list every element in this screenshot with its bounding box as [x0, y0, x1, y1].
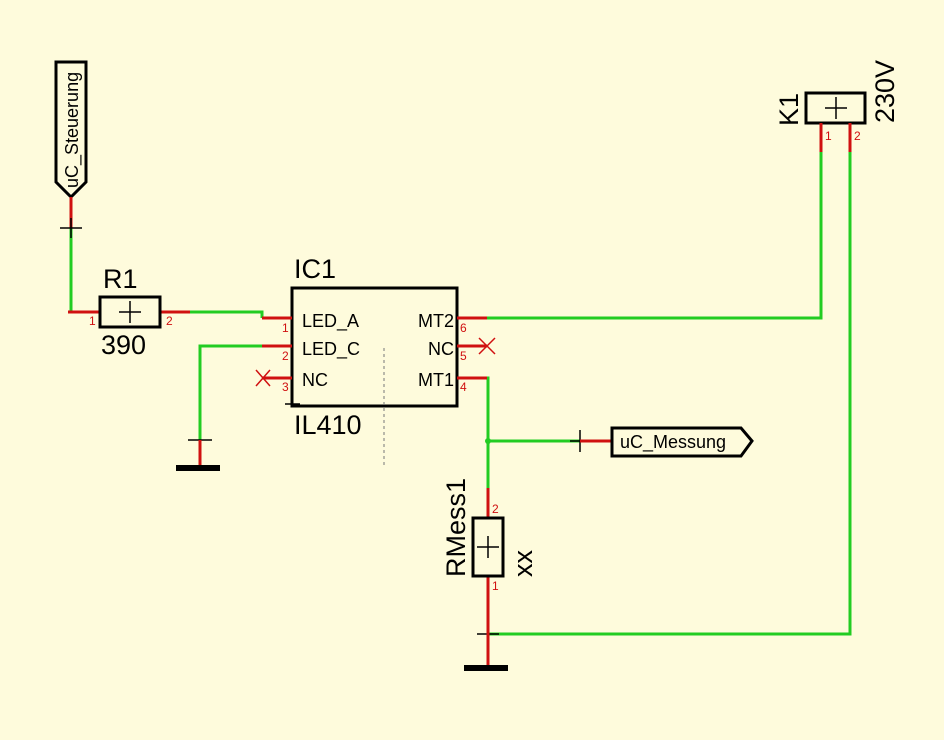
ic1-pin6-name: MT2	[418, 311, 454, 331]
port-uc-steuerung[interactable]: uC_Steuerung	[54, 60, 88, 238]
hierarchical-port-icon	[54, 60, 88, 200]
ic1-pin5-name: NC	[428, 339, 454, 359]
r1-body	[98, 295, 162, 329]
no-connect-icon	[478, 337, 496, 355]
ic-ic1[interactable]: IC1 IL410 1 2 3 LED_A LED_C NC 6 5 4 MT2…	[255, 254, 496, 466]
ic1-pin6-num: 6	[460, 321, 467, 335]
r1-value: 390	[101, 330, 146, 360]
wires	[69, 152, 852, 636]
ic1-pin2-name: LED_C	[302, 339, 360, 360]
wire-mt2-k1[interactable]	[486, 152, 823, 320]
resistor-r1[interactable]: R1 390 1 2	[68, 264, 190, 360]
ground-bottom[interactable]	[464, 606, 508, 671]
k1-value: 230V	[870, 60, 900, 123]
r1-pin2-num: 2	[166, 314, 173, 328]
ic1-pin4-name: MT1	[418, 370, 454, 390]
k1-pin2-num: 2	[854, 129, 861, 143]
no-connect-icon	[255, 369, 271, 387]
rmess1-pin1-num: 1	[492, 579, 499, 593]
k1-ref: K1	[774, 93, 804, 126]
wire-mt1-rmess[interactable]	[484, 376, 490, 488]
ic1-pin5-num: 5	[460, 349, 467, 363]
r1-pin1-num: 1	[89, 314, 96, 328]
ic1-pin3-num: 3	[282, 380, 289, 394]
wire-k1-pin2-gnd[interactable]	[488, 152, 852, 636]
junction-dot	[485, 438, 491, 444]
r1-ref: R1	[103, 264, 138, 294]
hierarchical-port-icon	[610, 426, 754, 458]
ic1-pin4-num: 4	[460, 380, 467, 394]
k1-pin1-num: 1	[825, 129, 832, 143]
ground-led-c[interactable]	[176, 439, 220, 471]
wire-steuerung-r1[interactable]	[69, 228, 92, 314]
ic1-pin1-num: 1	[282, 321, 289, 335]
rmess1-ref: RMess1	[441, 478, 471, 577]
wire-r1-led-a[interactable]	[188, 310, 264, 318]
nc3-x-b	[255, 369, 271, 387]
nc5-x-b	[478, 337, 496, 355]
port-uc-steuerung-label: uC_Steuerung	[62, 72, 83, 188]
port-uc-messung-label: uC_Messung	[620, 432, 726, 453]
rmess1-body	[471, 516, 505, 578]
ic1-ref: IC1	[294, 254, 336, 284]
ic1-pin3-name: NC	[302, 370, 328, 390]
ic1-pin2-num: 2	[282, 349, 289, 363]
ic1-pin1-name: LED_A	[302, 311, 359, 332]
port-uc-messung[interactable]: uC_Messung	[485, 426, 754, 458]
rmess1-pin2-num: 2	[492, 502, 499, 516]
ic1-value: IL410	[294, 410, 362, 440]
rmess1-value: xx	[508, 550, 538, 578]
wire-led-c-gnd[interactable]	[198, 344, 262, 440]
resistor-rmess1[interactable]: RMess1 xx 2 1	[441, 478, 538, 606]
relay-k1[interactable]: K1 230V 1 2	[774, 60, 900, 152]
k1-body	[804, 91, 867, 125]
